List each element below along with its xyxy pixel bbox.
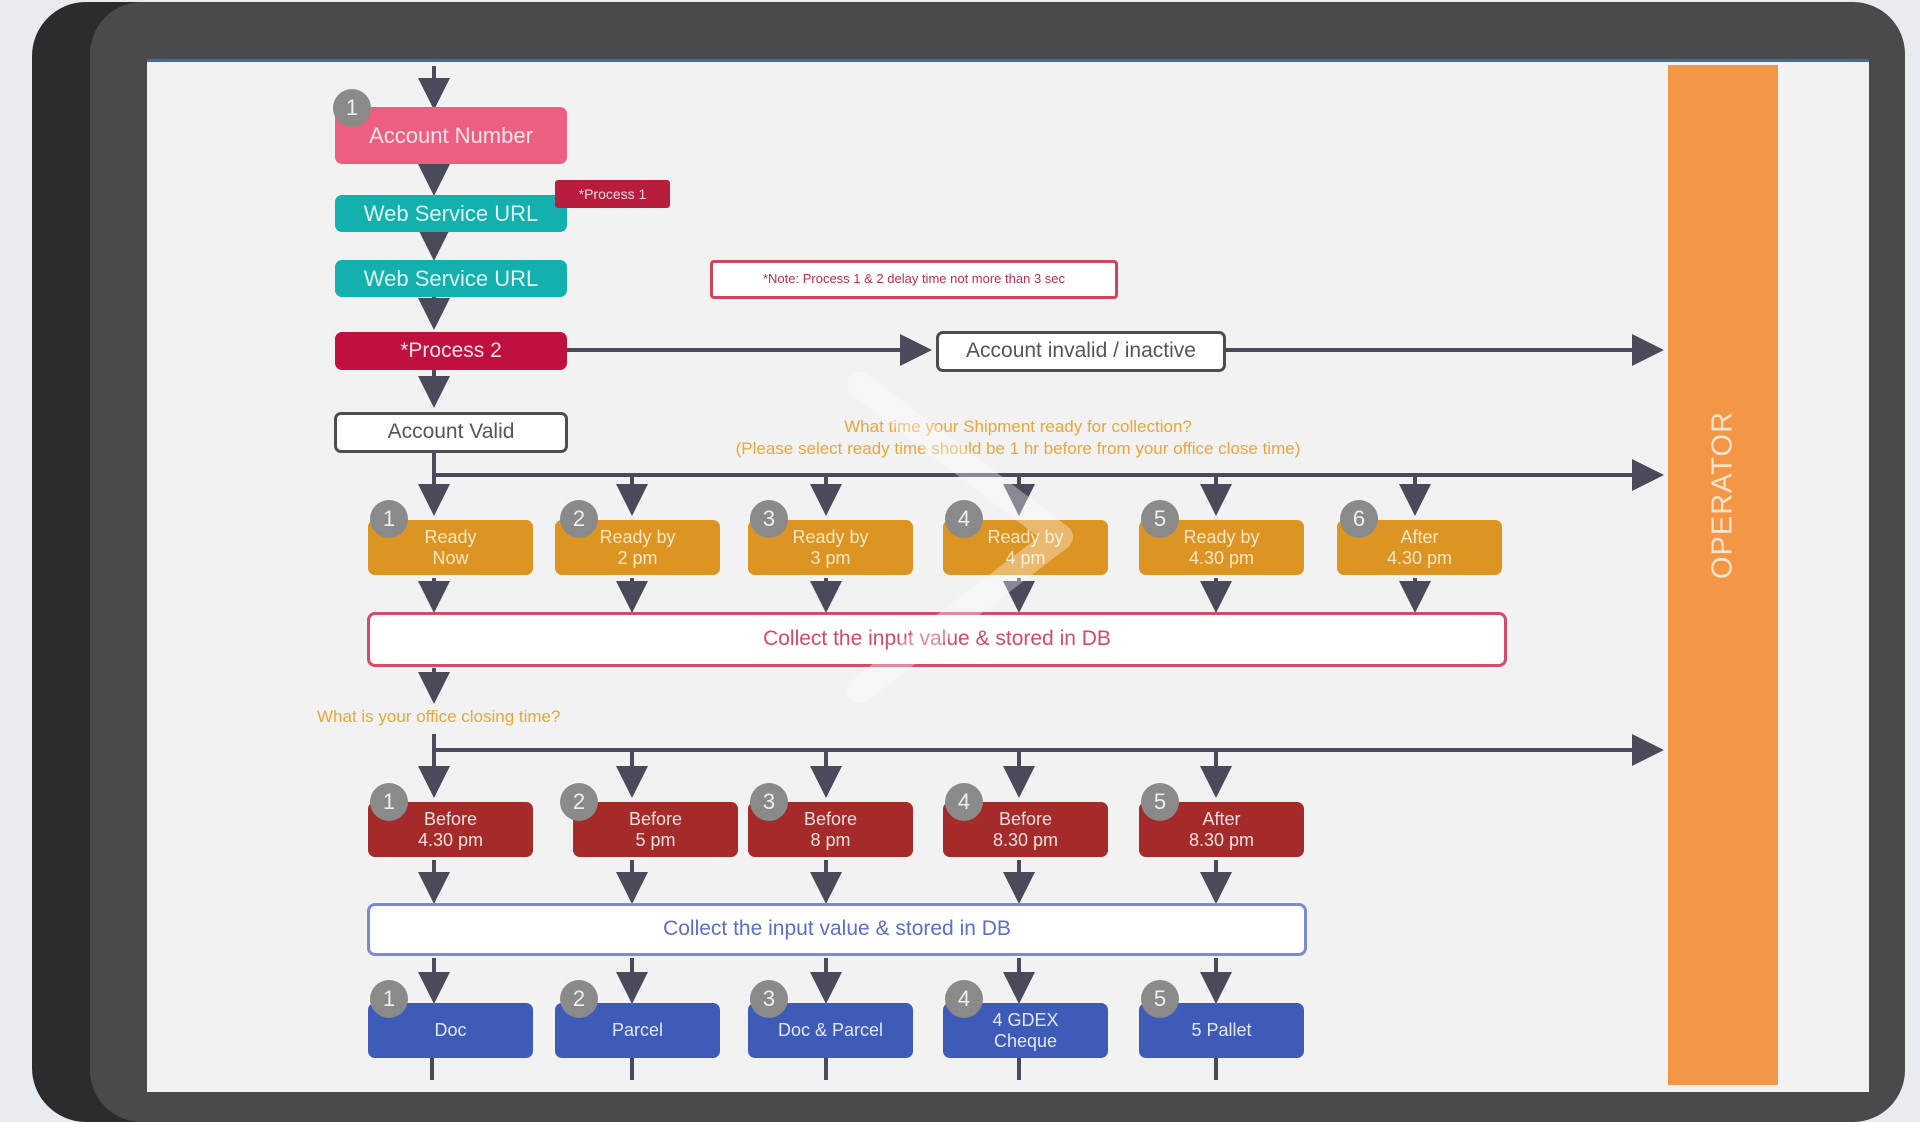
ready-option-3-badge: 3	[750, 500, 788, 538]
process-2-label: *Process 2	[400, 338, 502, 362]
ready-option-3-line2: 3 pm	[810, 547, 851, 568]
account-number-label: Account Number	[369, 122, 533, 148]
type-option-4-line1: 4 GDEX	[992, 1009, 1059, 1030]
closing-time-question: What is your office closing time?	[317, 707, 561, 726]
flow-arrows	[418, 66, 1664, 1080]
collect-input-db-1: Collect the input value & stored in DB	[367, 612, 1507, 667]
ready-question-line2: (Please select ready time should be 1 hr…	[735, 439, 1301, 459]
ready-option-1-line2: Now	[432, 547, 469, 568]
close-option-2-line1: Before	[628, 808, 683, 829]
ready-option-4-line2: 4 pm	[1005, 547, 1046, 568]
type-option-5-line1: 5 Pallet	[1191, 1020, 1252, 1041]
process-1-tag: *Process 1	[555, 180, 670, 208]
close-option-5-badge: 5	[1141, 783, 1179, 821]
close-option-2-badge: 2	[560, 783, 598, 821]
collect-input-db-1-label: Collect the input value & stored in DB	[763, 627, 1111, 651]
account-valid-label: Account Valid	[387, 420, 515, 444]
type-option-2-line1: Parcel	[611, 1020, 664, 1041]
close-option-1-line1: Before	[423, 808, 478, 829]
close-option-4-line2: 8.30 pm	[992, 829, 1059, 850]
account-invalid-node: Account invalid / inactive	[936, 331, 1226, 372]
type-option-1-badge: 1	[370, 980, 408, 1018]
close-option-4-badge: 4	[945, 783, 983, 821]
account-number-node: Account Number	[335, 107, 567, 164]
type-option-4-line2: Cheque	[993, 1030, 1058, 1051]
ready-option-6-line1: After	[1400, 526, 1439, 547]
web-service-url-label-1: Web Service URL	[363, 200, 539, 226]
close-option-3-line1: Before	[803, 808, 858, 829]
ready-option-4-badge: 4	[945, 500, 983, 538]
account-number-badge: 1	[333, 89, 371, 127]
type-option-5-badge: 5	[1141, 980, 1179, 1018]
ready-option-3-line1: Ready by	[792, 526, 869, 547]
type-option-3-line1: Doc & Parcel	[777, 1020, 884, 1041]
type-option-3-badge: 3	[750, 980, 788, 1018]
close-option-5-line2: 8.30 pm	[1188, 829, 1255, 850]
delay-note: *Note: Process 1 & 2 delay time not more…	[710, 260, 1118, 299]
ready-option-1-line1: Ready	[424, 526, 477, 547]
close-option-4-line1: Before	[998, 808, 1053, 829]
close-option-2-line2: 5 pm	[635, 829, 676, 850]
delay-note-text: *Note: Process 1 & 2 delay time not more…	[762, 271, 1066, 287]
type-option-3: Doc & Parcel	[748, 1003, 913, 1058]
ready-option-5-line1: Ready by	[1183, 526, 1260, 547]
account-valid-node: Account Valid	[334, 412, 568, 453]
close-option-3-badge: 3	[750, 783, 788, 821]
ready-question-line1: What time your Shipment ready for collec…	[844, 417, 1192, 436]
collect-input-db-2: Collect the input value & stored in DB	[367, 903, 1307, 956]
process-1-label: *Process 1	[578, 185, 647, 202]
web-service-url-node-2: Web Service URL	[335, 260, 567, 297]
ready-option-2-badge: 2	[560, 500, 598, 538]
process-2-node: *Process 2	[335, 332, 567, 370]
ready-question: What time your Shipment ready for collec…	[658, 416, 1378, 460]
type-option-2-badge: 2	[560, 980, 598, 1018]
type-option-4-badge: 4	[945, 980, 983, 1018]
ready-option-6-badge: 6	[1340, 500, 1378, 538]
collect-input-db-2-label: Collect the input value & stored in DB	[663, 917, 1011, 941]
web-service-url-node-1: Web Service URL	[335, 195, 567, 232]
close-option-5-line1: After	[1202, 808, 1241, 829]
ready-option-1-badge: 1	[370, 500, 408, 538]
ready-option-5-badge: 5	[1141, 500, 1179, 538]
close-option-1-badge: 1	[370, 783, 408, 821]
web-service-url-label-2: Web Service URL	[363, 265, 539, 291]
ready-option-6-line2: 4.30 pm	[1386, 547, 1453, 568]
ready-option-2-line2: 2 pm	[617, 547, 658, 568]
ready-option-2-line1: Ready by	[599, 526, 676, 547]
type-option-1-line1: Doc	[434, 1020, 467, 1041]
play-chevron-icon[interactable]	[840, 365, 1080, 710]
operator-swimlane	[1668, 65, 1778, 1085]
ready-option-4-line1: Ready by	[987, 526, 1064, 547]
account-invalid-label: Account invalid / inactive	[966, 339, 1196, 363]
close-option-1-line2: 4.30 pm	[417, 829, 484, 850]
close-option-3-line2: 8 pm	[810, 829, 851, 850]
ready-option-5-line2: 4.30 pm	[1188, 547, 1255, 568]
